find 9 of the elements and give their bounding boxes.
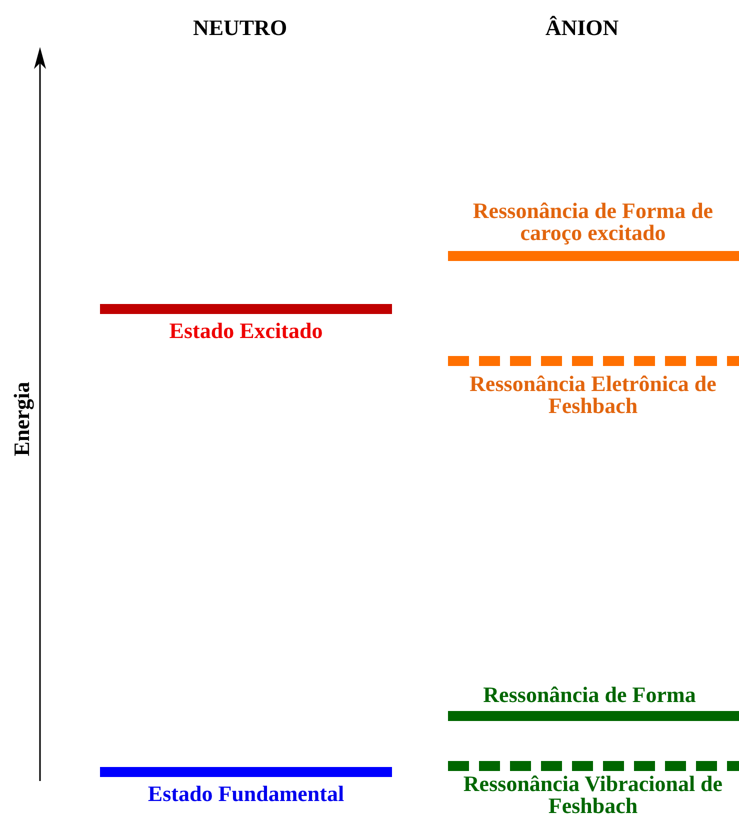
level-label: Ressonância de Forma de caroço excitado	[462, 200, 724, 244]
level-label: Estado Fundamental	[60, 783, 432, 805]
level-label: Estado Excitado	[100, 320, 392, 342]
level-label: Ressonância Vibracional de Feshbach	[462, 773, 724, 817]
level-label: Ressonância de Forma	[440, 684, 739, 706]
column-heading: NEUTRO	[192, 17, 288, 39]
column-heading: ÂNION	[544, 17, 620, 39]
axis-label: Energia	[11, 380, 33, 458]
level-label: Ressonância Eletrônica de Feshbach	[462, 373, 724, 417]
